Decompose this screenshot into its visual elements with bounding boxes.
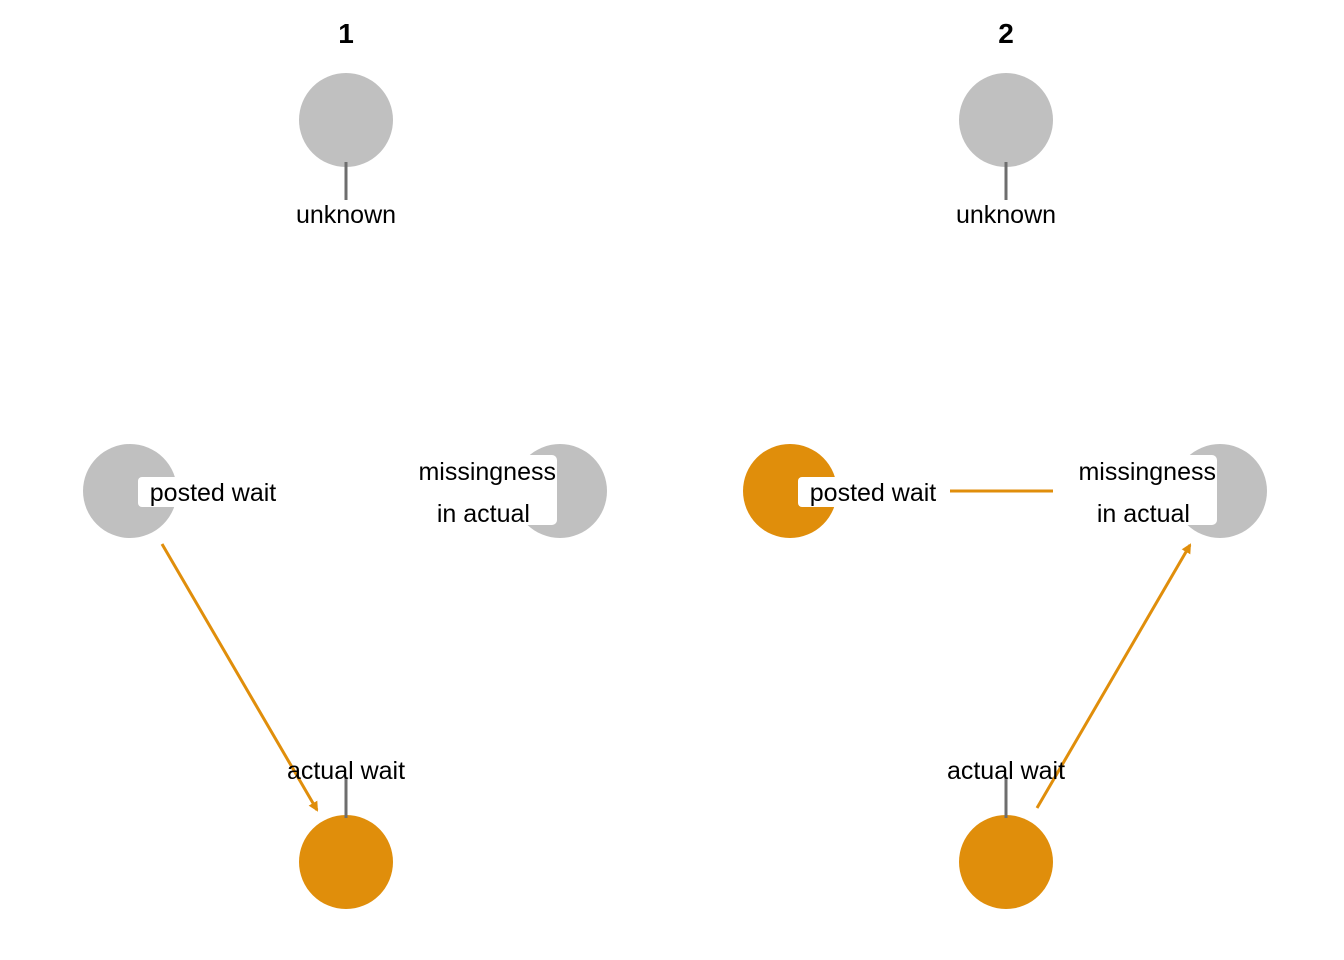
node-actual-wait-label: actual wait bbox=[287, 757, 405, 785]
node-posted-wait: posted wait bbox=[743, 444, 950, 538]
node-missingness-label-line-2: in actual bbox=[1097, 500, 1190, 528]
node-posted-wait-label: posted wait bbox=[810, 479, 937, 507]
panel-title: 1 bbox=[338, 18, 354, 49]
node-actual-wait: actual wait bbox=[287, 757, 405, 909]
node-posted-wait-circle bbox=[743, 444, 837, 538]
node-unknown-circle bbox=[959, 73, 1053, 167]
node-unknown-circle bbox=[299, 73, 393, 167]
node-actual-wait-circle bbox=[959, 815, 1053, 909]
node-posted-wait-circle bbox=[83, 444, 177, 538]
node-unknown-label: unknown bbox=[956, 201, 1056, 229]
node-missingness-label-line-2: in actual bbox=[437, 500, 530, 528]
node-unknown: unknown bbox=[296, 73, 396, 229]
node-missingness: missingness in actual bbox=[1053, 444, 1267, 538]
panel-2: 2 unknown posted wait missingness in act… bbox=[743, 18, 1267, 909]
panel-1: 1 unknown posted wait missingness in act… bbox=[83, 18, 607, 909]
node-missingness-label-line-1: missingness bbox=[1078, 458, 1216, 486]
edge-posted-to-actual bbox=[160, 543, 319, 812]
node-unknown-label: unknown bbox=[296, 201, 396, 229]
node-posted-wait-label: posted wait bbox=[150, 479, 277, 507]
node-actual-wait-label: actual wait bbox=[947, 757, 1065, 785]
label-background bbox=[138, 477, 290, 507]
edge-actual-to-missing bbox=[1035, 543, 1192, 809]
node-actual-wait-circle bbox=[299, 815, 393, 909]
node-posted-wait: posted wait bbox=[83, 444, 290, 538]
label-background bbox=[798, 477, 950, 507]
node-unknown: unknown bbox=[956, 73, 1056, 229]
node-missingness-label-line-1: missingness bbox=[418, 458, 556, 486]
label-background bbox=[1053, 455, 1217, 525]
node-actual-wait: actual wait bbox=[947, 757, 1065, 909]
node-missingness: missingness in actual bbox=[393, 444, 607, 538]
label-background bbox=[393, 455, 557, 525]
panel-title: 2 bbox=[998, 18, 1014, 49]
